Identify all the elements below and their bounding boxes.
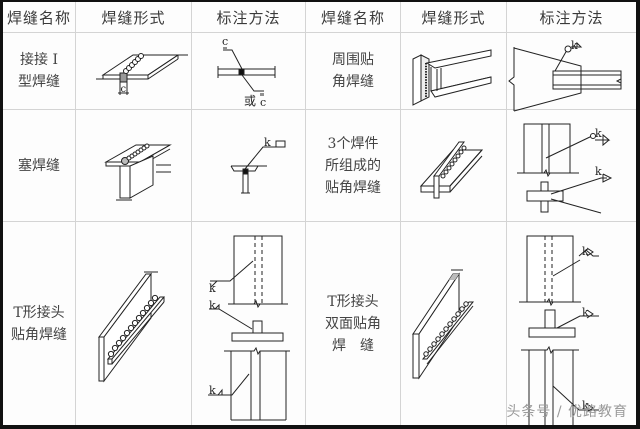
header-weld-name: 焊缝名称: [6, 8, 71, 27]
header-notation: 标注方法: [216, 8, 281, 27]
t-joint-fillet-icon: [76, 222, 191, 425]
grid-line: [3, 32, 636, 33]
weld-name-cell: T形接头 双面贴角 焊 缝: [306, 222, 400, 425]
weld-name-line: T形接头: [327, 293, 379, 310]
grid-line: [506, 2, 507, 425]
weld-name-line: 贴角焊缝: [325, 179, 381, 196]
butt-weld-plates-icon: c: [76, 33, 191, 109]
weld-name-line: 3个焊件: [327, 135, 379, 152]
weld-name-line: 所组成的: [325, 157, 381, 174]
notation-label: k: [209, 282, 216, 295]
header-weld-name: 焊缝名称: [320, 8, 385, 27]
notation-label: k: [209, 384, 216, 397]
grid-line: [75, 2, 76, 425]
weld-name-line: 塞焊缝: [18, 157, 60, 174]
channel-perimeter-fillet-icon: [401, 33, 506, 109]
weld-name-line: 角焊缝: [332, 74, 374, 90]
weld-name-line: 周围贴: [332, 52, 374, 68]
notation-label: k: [264, 136, 271, 149]
weld-name-cell: 塞焊缝: [3, 110, 75, 221]
notation-label: k: [595, 165, 602, 178]
weld-name-cell: 接接 I 型焊缝: [3, 33, 75, 109]
grid-line: [400, 2, 401, 425]
grid-line: [305, 2, 306, 425]
watermark: 头条号 / 优路教育: [506, 404, 628, 420]
weld-name-line: 双面贴角: [325, 315, 381, 332]
notation-label: k: [582, 399, 589, 412]
plug-weld-notation-icon: k: [192, 110, 305, 221]
header-weld-form: 焊缝形式: [421, 8, 486, 27]
header-weld-form: 焊缝形式: [101, 8, 166, 27]
weld-name-cell: T形接头 贴角焊缝: [3, 222, 75, 425]
plug-weld-icon: [76, 110, 191, 221]
weld-name-line: 型焊缝: [18, 74, 60, 90]
weld-name-line: 焊 缝: [332, 337, 374, 354]
weld-name-line: 贴角焊缝: [11, 326, 67, 343]
weld-table: 焊缝名称 焊缝形式 标注方法 焊缝名称 焊缝形式 标注方法 接接 I 型焊缝 周…: [3, 2, 636, 425]
grid-line: [191, 2, 192, 425]
weld-name-cell: 周围贴 角焊缝: [306, 33, 400, 109]
notation-label: k: [582, 306, 589, 319]
t-joint-double-fillet-notation-icon: k k k: [507, 222, 636, 425]
weld-name-line: T形接头: [13, 304, 65, 321]
header-notation: 标注方法: [539, 8, 604, 27]
notation-label: k: [582, 245, 589, 258]
notation-label: c: [222, 35, 228, 48]
weld-name-line: 接接 I: [20, 52, 58, 68]
t-joint-double-fillet-icon: [401, 222, 506, 425]
weld-name-cell: 3个焊件 所组成的 贴角焊缝: [306, 110, 400, 221]
notation-label: k: [209, 299, 216, 312]
notation-label: c: [260, 96, 266, 109]
grid-line: [3, 109, 636, 110]
notation-label: 或: [244, 94, 256, 108]
perimeter-fillet-notation-icon: k: [507, 33, 636, 112]
grid-line: [3, 221, 636, 222]
notation-label: k: [571, 39, 578, 52]
notation-label: k: [595, 127, 602, 140]
three-piece-fillet-icon: [401, 110, 506, 221]
